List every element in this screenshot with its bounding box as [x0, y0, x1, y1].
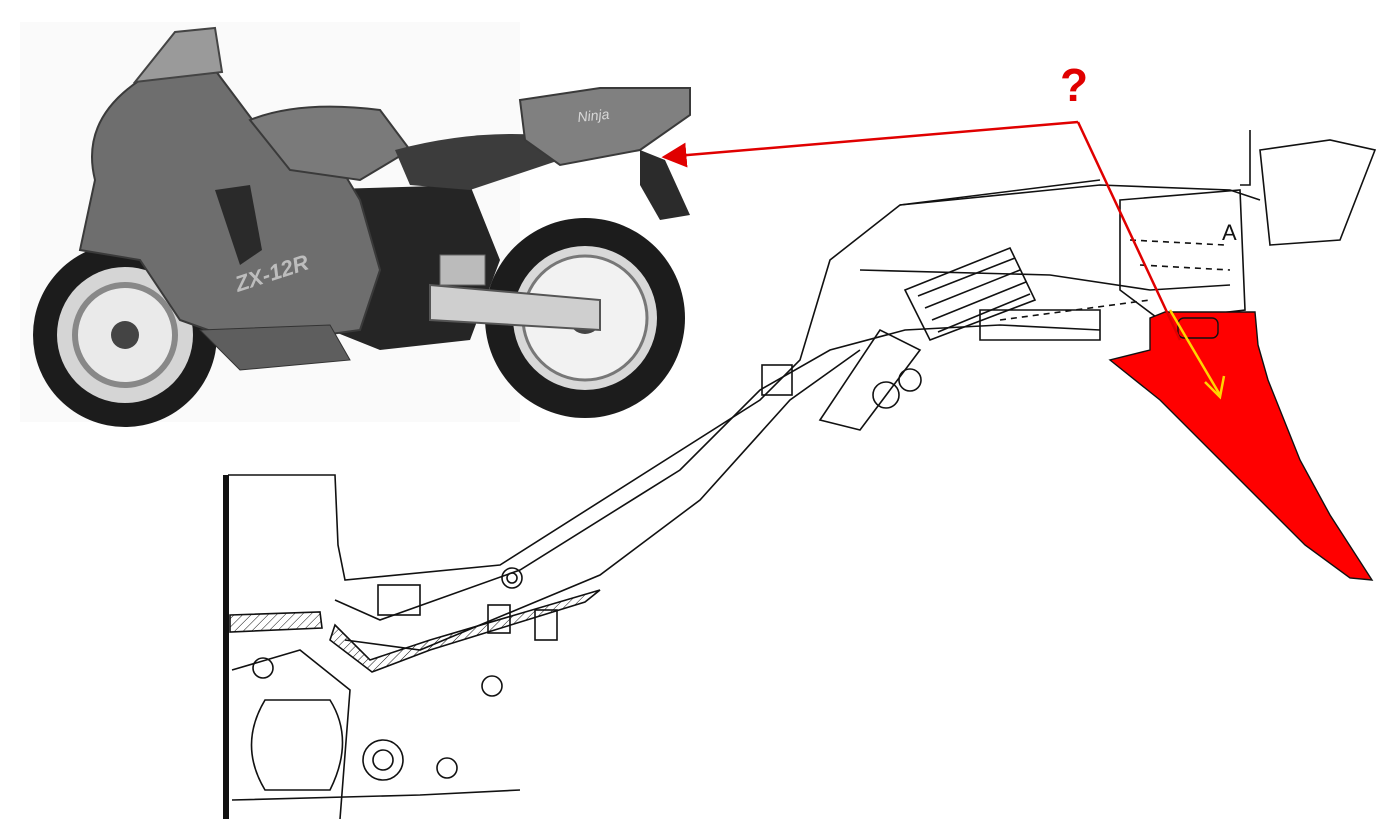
tail-light — [1259, 139, 1377, 246]
hatched-rail-2 — [229, 611, 323, 633]
fender-cutout — [1177, 317, 1219, 339]
tail-bracket — [1119, 189, 1246, 321]
windscreen — [132, 26, 224, 84]
bracket-square-1 — [377, 584, 421, 616]
subframe-inner — [334, 324, 1101, 621]
bracket-square-2 — [761, 364, 793, 396]
frame-line-drawing — [223, 130, 1377, 819]
footpeg-plate — [439, 254, 486, 286]
engine-lower-edge — [231, 789, 521, 801]
mount-circle-4 — [436, 757, 458, 779]
engine-slot — [250, 699, 344, 791]
detail-label-a: A — [1222, 220, 1237, 245]
bracket-square-3 — [487, 604, 511, 634]
fairing-vent — [215, 185, 262, 265]
mount-circle-6 — [872, 381, 900, 409]
mount-circle-5 — [252, 657, 274, 679]
seat-rail-top — [899, 184, 1261, 206]
dashed-detail — [999, 239, 1231, 321]
connector-line — [1076, 121, 1182, 341]
regulator-fins — [917, 257, 1031, 333]
hatched-rail — [329, 589, 601, 673]
mount-circle-1 — [501, 567, 523, 589]
question-mark-icon: ? — [1060, 59, 1089, 111]
bracket-square-4 — [534, 609, 558, 641]
tail-text: Ninja — [577, 106, 611, 125]
engine-case — [231, 649, 351, 819]
regulator-box — [903, 246, 1037, 342]
tail-hook — [1240, 130, 1251, 186]
rear-fender — [640, 150, 690, 220]
shock-linkage — [818, 328, 922, 431]
direction-arrowhead — [1204, 375, 1226, 400]
belly-pan — [198, 324, 351, 371]
highlighted-fender-part — [1108, 311, 1374, 581]
mount-circle-3-inner — [372, 749, 394, 771]
pointer-arrow — [661, 120, 1079, 168]
annotation-arrows — [661, 120, 1226, 400]
mount-circle-2 — [481, 675, 503, 697]
tool-tube — [979, 309, 1101, 341]
direction-arrow — [1168, 309, 1222, 396]
swingarm — [429, 283, 601, 332]
mount-circle-1-inner — [506, 572, 518, 584]
mount-circle-3 — [362, 739, 404, 781]
seat-rail-lower — [859, 269, 1231, 291]
seat — [395, 134, 560, 190]
subframe-outer — [228, 179, 1101, 581]
mount-circle-7 — [898, 368, 922, 392]
motorcycle-photo: ZX-12R Ninja — [20, 22, 691, 427]
tail-section — [518, 87, 691, 167]
